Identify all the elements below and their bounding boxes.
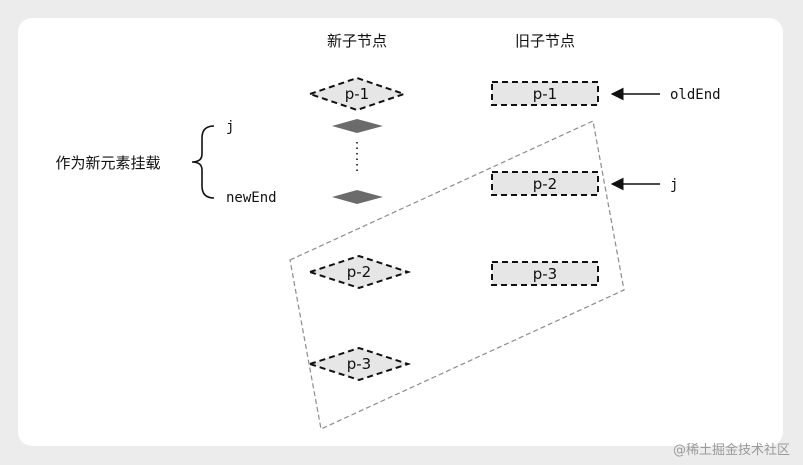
oldend-pointer-label: oldEnd (670, 87, 721, 103)
old-node-p2-label: p-2 (533, 175, 557, 193)
new-node-p3: p-3 (306, 346, 412, 382)
curly-brace (191, 125, 215, 199)
solid-diamond-j (332, 119, 383, 133)
new-node-p1-label: p-1 (345, 85, 369, 103)
mount-note: 作为新元素挂载 (55, 154, 160, 172)
old-node-p1-label: p-1 (533, 85, 557, 103)
old-node-p2: p-2 (491, 171, 599, 196)
new-node-p2: p-2 (306, 254, 412, 290)
old-children-header: 旧子节点 (515, 32, 575, 50)
new-children-header: 新子节点 (327, 32, 387, 50)
left-label-j: j (226, 119, 234, 135)
solid-diamond-newend (332, 190, 383, 204)
j-pointer-label: j (670, 177, 678, 193)
new-node-p2-label: p-2 (347, 263, 371, 281)
old-node-p3: p-3 (491, 261, 599, 286)
watermark: @稀土掘金技术社区 (673, 442, 790, 458)
new-node-p3-label: p-3 (347, 355, 371, 373)
old-node-p3-label: p-3 (533, 265, 557, 283)
dashed-region (289, 120, 625, 430)
new-node-p1: p-1 (306, 76, 408, 112)
diagram-card (18, 18, 783, 446)
left-label-newend: newEnd (226, 190, 277, 206)
old-node-p1: p-1 (491, 81, 599, 106)
